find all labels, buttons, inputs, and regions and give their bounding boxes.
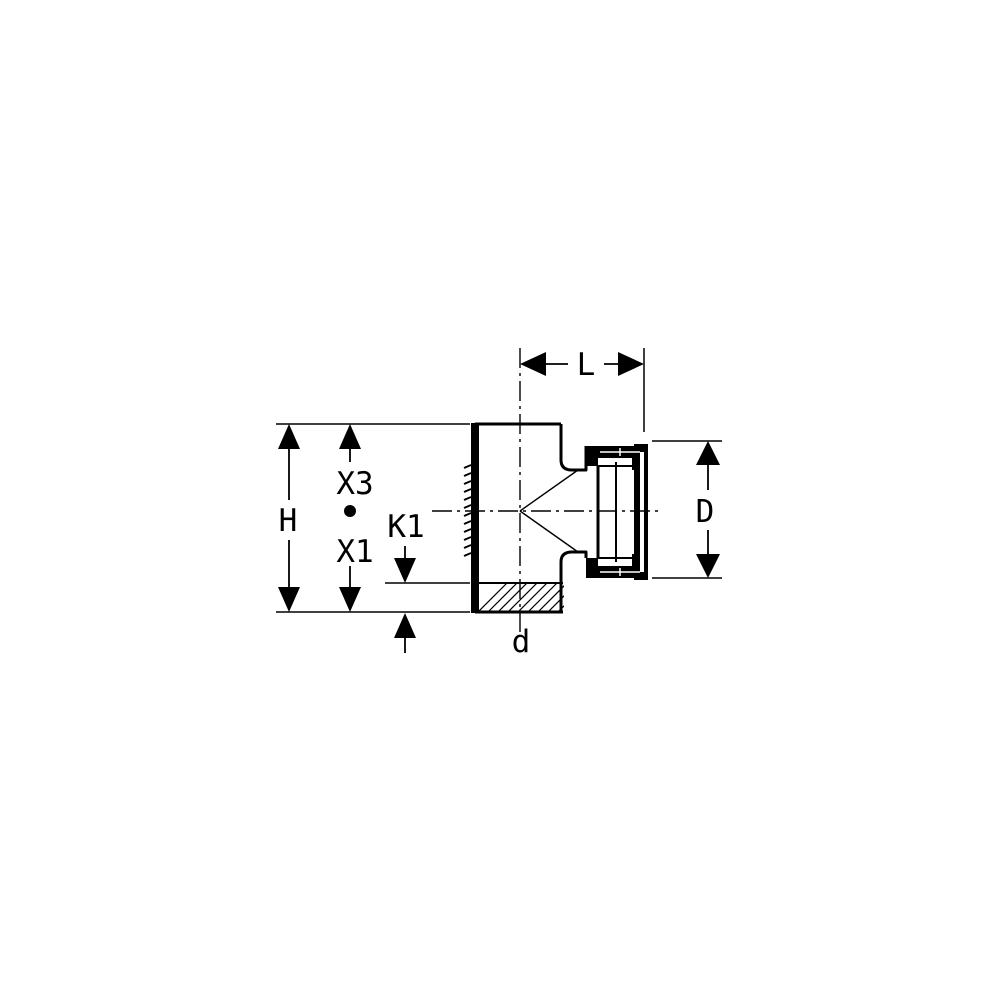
label-k1: K1 bbox=[387, 509, 424, 545]
branch-socket bbox=[586, 444, 648, 580]
dimension-l bbox=[520, 352, 644, 376]
hatch-section bbox=[478, 583, 564, 612]
pipe-body bbox=[471, 422, 588, 614]
label-x3: X3 bbox=[336, 466, 373, 502]
dimension-h bbox=[278, 424, 300, 612]
extension-lines bbox=[276, 348, 722, 613]
angle-lines bbox=[519, 469, 579, 553]
dimension-x bbox=[339, 424, 361, 612]
label-x1: X1 bbox=[336, 534, 373, 570]
label-d-nominal: d bbox=[512, 624, 531, 660]
knurl-texture bbox=[463, 464, 472, 557]
label-d: D bbox=[696, 494, 715, 530]
dimension-k1 bbox=[394, 546, 416, 653]
label-l: L bbox=[577, 347, 596, 383]
label-h: H bbox=[279, 503, 298, 539]
center-lines bbox=[432, 348, 658, 632]
reference-point bbox=[344, 505, 356, 517]
dimension-d bbox=[696, 441, 720, 578]
